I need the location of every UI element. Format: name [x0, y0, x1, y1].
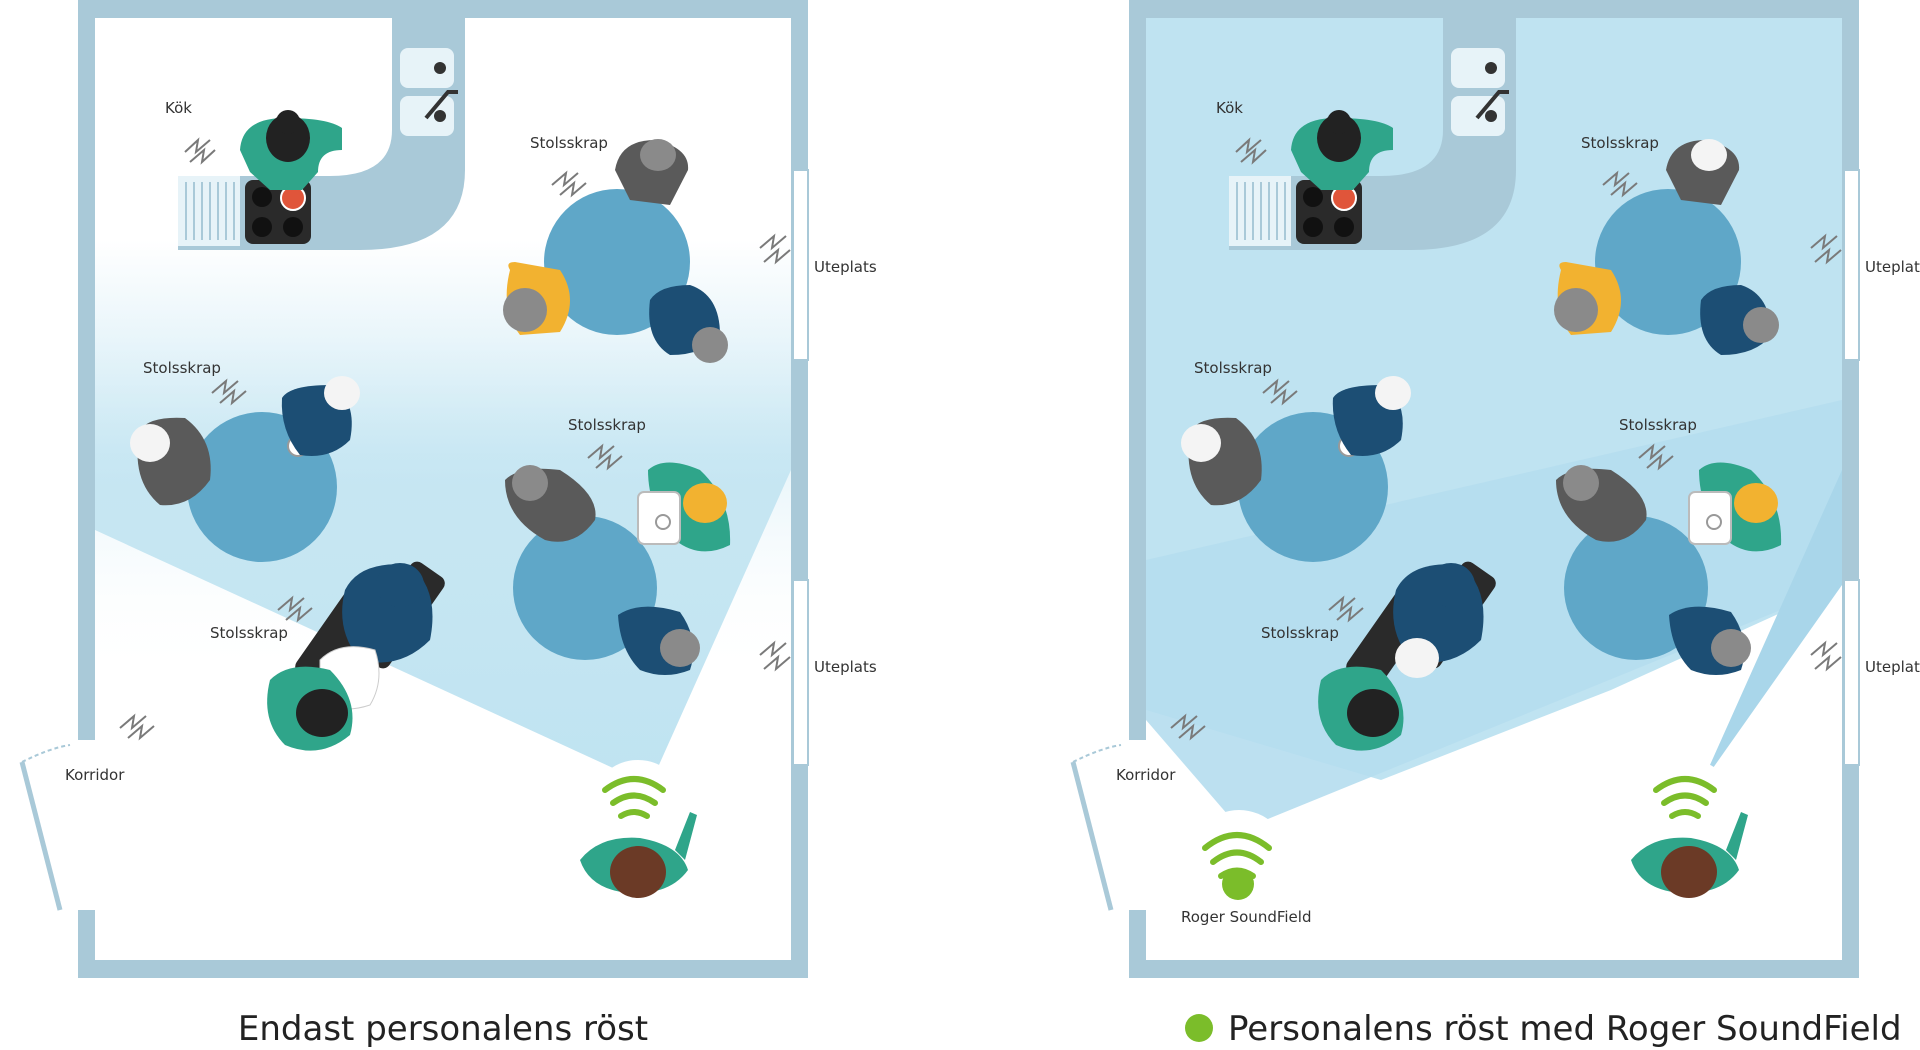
corridor-door-arc [21, 744, 71, 763]
person-gray-top [615, 139, 689, 205]
person-yellow [503, 262, 570, 335]
noise-icon [1638, 443, 1674, 471]
staff-speaker [1631, 760, 1748, 898]
label-patio-1: Uteplats [814, 258, 877, 276]
sink-upper [1451, 48, 1505, 88]
label-chair-3: Stolsskrap [568, 416, 646, 434]
person-gray-left [130, 417, 211, 506]
green-dot-icon [1222, 868, 1254, 900]
person-cook [1291, 110, 1393, 190]
corridor-opening [1121, 740, 1151, 910]
corridor-door-arc [1072, 744, 1122, 763]
wheelchair-group [1318, 561, 1496, 751]
caption-right: Personalens röst med Roger SoundField [1228, 1009, 1902, 1049]
person-gray-center [1556, 465, 1647, 542]
label-chair-3: Stolsskrap [1619, 416, 1697, 434]
noise-icon [1810, 640, 1842, 672]
person-navy-left [1332, 376, 1411, 456]
label-kitchen: Kök [165, 99, 192, 117]
noise-icon [759, 233, 791, 265]
wifi-signal-icon [1653, 776, 1717, 819]
staff-speaker [580, 760, 697, 898]
noise-icon [587, 443, 623, 471]
corridor-door [19, 761, 63, 911]
label-chair-4: Stolsskrap [1261, 624, 1339, 642]
noise-icon [1328, 595, 1364, 623]
label-patio-2: Uteplats [814, 658, 877, 676]
drying-rack [178, 176, 240, 246]
noise-icon [1602, 170, 1638, 198]
label-chair-2: Stolsskrap [143, 359, 221, 377]
noise-icon [1170, 713, 1206, 741]
noise-icon [1235, 137, 1267, 165]
caption-dot-icon [1185, 1014, 1213, 1042]
faucet-icon [1475, 90, 1509, 120]
person-yellow [1554, 262, 1621, 335]
panel-left: Kök Stolsskrap [19, 0, 877, 1049]
noise-icon [1810, 233, 1842, 265]
person-navy-bottom [1669, 606, 1751, 675]
drain-icon [1485, 110, 1497, 122]
faucet-icon [424, 90, 458, 120]
person-navy-right [1700, 285, 1779, 355]
noise-icon [119, 713, 155, 741]
label-patio-1: Uteplats [1865, 258, 1920, 276]
person-navy-bottom [618, 606, 700, 675]
drain-icon [434, 62, 446, 74]
patio-door-lower [1843, 579, 1860, 766]
patio-door-upper [1843, 169, 1860, 361]
label-chair-4: Stolsskrap [210, 624, 288, 642]
noise-icon [277, 595, 313, 623]
person-gray-top [1666, 139, 1740, 205]
soundfield-device [1189, 810, 1289, 910]
noise-icon [1262, 378, 1298, 406]
drain-icon [1485, 62, 1497, 74]
voice-beam-device [1146, 400, 1842, 830]
wifi-signal-icon [602, 776, 666, 819]
label-device: Roger SoundField [1181, 908, 1311, 926]
person-gray-left [1181, 417, 1262, 506]
corridor-opening [70, 740, 100, 910]
drying-rack [1229, 176, 1291, 246]
drain-icon [434, 110, 446, 122]
wheelchair-group [267, 561, 445, 751]
patio-door-lower [792, 579, 809, 766]
corridor-door [1070, 761, 1114, 911]
label-chair-1: Stolsskrap [1581, 134, 1659, 152]
voice-beam-staff [1701, 470, 1842, 785]
sink-upper [400, 48, 454, 88]
person-navy-left [281, 376, 360, 456]
noise-icon [759, 640, 791, 672]
label-chair-1: Stolsskrap [530, 134, 608, 152]
person-gray-center [505, 465, 596, 542]
noise-icon [211, 378, 247, 406]
label-kitchen: Kök [1216, 99, 1243, 117]
person-cook [240, 110, 342, 190]
patio-door-upper [792, 169, 809, 361]
label-corridor: Korridor [65, 766, 125, 784]
label-chair-2: Stolsskrap [1194, 359, 1272, 377]
person-navy-right [649, 285, 728, 363]
caption-left: Endast personalens röst [238, 1009, 648, 1049]
label-corridor: Korridor [1116, 766, 1176, 784]
label-patio-2: Uteplats [1865, 658, 1920, 676]
panel-right: Kök Stolsskrap Stolss [1070, 0, 1920, 1049]
noise-icon [184, 137, 216, 165]
noise-icon [551, 170, 587, 198]
